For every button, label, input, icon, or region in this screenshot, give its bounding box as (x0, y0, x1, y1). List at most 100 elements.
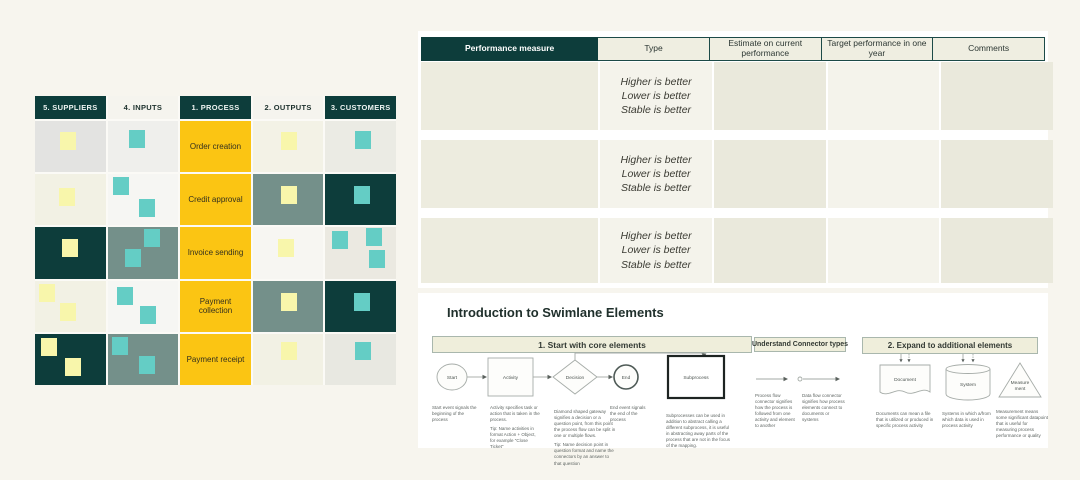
section-header-additional-elements[interactable]: 2. Expand to additional elements (862, 337, 1038, 354)
sticky-note[interactable] (281, 341, 298, 360)
sticky-note[interactable] (332, 231, 349, 250)
sticky-note[interactable] (59, 187, 75, 206)
decision-shape[interactable] (552, 359, 598, 395)
cell-performance-measure[interactable] (421, 62, 599, 130)
subprocess-shape[interactable] (666, 354, 726, 400)
connector-types-graphic (756, 376, 840, 382)
sipoc-cell[interactable] (107, 280, 179, 332)
system-shape[interactable] (945, 369, 991, 401)
sipoc-cell[interactable] (35, 227, 106, 279)
sticky-note[interactable] (40, 337, 57, 356)
sticky-note[interactable] (144, 229, 161, 248)
sipoc-cell[interactable] (35, 121, 106, 173)
sticky-note[interactable] (281, 292, 298, 311)
start-label: Start (447, 375, 458, 381)
sipoc-cell[interactable] (325, 227, 396, 279)
sticky-note[interactable] (39, 283, 56, 302)
arrowhead-icon (907, 359, 911, 363)
measurement-shape[interactable] (998, 362, 1042, 398)
process-step[interactable]: Invoice sending (180, 227, 251, 279)
section-header-core-elements[interactable]: 1. Start with core elements (432, 336, 752, 353)
process-step[interactable]: Order creation (180, 121, 251, 173)
measurement-label: ment (1015, 386, 1026, 392)
col-header-type[interactable]: Type (598, 37, 710, 61)
sticky-note[interactable] (138, 356, 155, 375)
cell-target[interactable] (827, 62, 940, 130)
sticky-note[interactable] (353, 292, 370, 311)
arrowhead-icon (547, 374, 552, 380)
cell-target[interactable] (827, 140, 940, 208)
sipoc-cell[interactable] (325, 333, 396, 385)
start-shape[interactable] (436, 363, 468, 391)
sipoc-header-suppliers[interactable]: 5. SUPPLIERS (35, 96, 106, 119)
cell-estimate[interactable] (713, 140, 826, 208)
cell-estimate[interactable] (713, 62, 826, 130)
sticky-note[interactable] (140, 306, 157, 325)
sipoc-cell[interactable] (252, 121, 324, 173)
sipoc-cell[interactable] (325, 280, 396, 332)
sipoc-cell[interactable] (35, 333, 106, 385)
sipoc-cell[interactable] (252, 280, 324, 332)
sticky-note[interactable] (366, 228, 383, 247)
cell-comments[interactable] (941, 62, 1053, 130)
cell-performance-measure[interactable] (421, 218, 599, 283)
cell-type[interactable]: Higher is better Lower is better Stable … (600, 62, 712, 130)
sticky-note[interactable] (60, 132, 77, 151)
col-header-target[interactable]: Target performance in one year (821, 37, 934, 61)
sticky-note[interactable] (61, 238, 78, 257)
col-header-performance-measure[interactable]: Performance measure (421, 37, 599, 61)
table-row: Higher is better Lower is better Stable … (421, 62, 1053, 130)
col-header-estimate[interactable]: Estimate on current performance (709, 37, 822, 61)
col-header-comments[interactable]: Comments (933, 37, 1045, 61)
activity-shape[interactable] (487, 357, 534, 397)
cell-comments[interactable] (941, 218, 1053, 283)
process-step[interactable]: Credit approval (180, 174, 251, 226)
sticky-note[interactable] (64, 358, 81, 377)
cell-comments[interactable] (941, 140, 1053, 208)
arrowhead-icon (835, 376, 840, 382)
cell-type[interactable]: Higher is better Lower is better Stable … (600, 140, 712, 208)
section-header-connector-types[interactable]: Understand Connector types (752, 337, 848, 352)
sipoc-cell[interactable] (35, 174, 106, 226)
sipoc-cell[interactable] (107, 227, 179, 279)
sipoc-cell[interactable] (107, 174, 179, 226)
sipoc-cell[interactable] (35, 280, 106, 332)
sticky-note[interactable] (128, 130, 145, 149)
cell-target[interactable] (827, 218, 940, 283)
type-option: Lower is better (621, 89, 691, 102)
sticky-note[interactable] (124, 248, 141, 267)
end-description: End event signals the end of the process (610, 405, 646, 423)
cell-type[interactable]: Higher is better Lower is better Stable … (600, 218, 712, 283)
process-step[interactable]: Payment receipt (180, 333, 251, 385)
sticky-note[interactable] (353, 186, 370, 205)
sipoc-cell[interactable] (107, 121, 179, 173)
sipoc-cell[interactable] (325, 121, 396, 173)
sipoc-cell[interactable] (252, 227, 324, 279)
sticky-note[interactable] (138, 198, 155, 217)
cell-estimate[interactable] (713, 218, 826, 283)
sipoc-header-customers[interactable]: 3. CUSTOMERS (325, 96, 396, 119)
sticky-note[interactable] (355, 341, 372, 360)
sipoc-cell[interactable] (252, 333, 324, 385)
sticky-note[interactable] (111, 336, 128, 355)
sticky-note[interactable] (281, 186, 298, 205)
type-option: Stable is better (621, 258, 692, 271)
process-step[interactable]: Payment collection (180, 280, 251, 332)
sipoc-header-process[interactable]: 1. PROCESS (180, 96, 251, 119)
end-shape[interactable] (613, 364, 639, 390)
sticky-note[interactable] (355, 131, 372, 150)
sticky-note[interactable] (117, 286, 134, 305)
sipoc-cell[interactable] (325, 174, 396, 226)
sticky-note[interactable] (281, 132, 298, 151)
document-shape[interactable] (879, 364, 931, 395)
sipoc-cell[interactable] (252, 174, 324, 226)
sticky-note[interactable] (369, 249, 386, 268)
sticky-note[interactable] (60, 303, 77, 322)
sipoc-header-outputs[interactable]: 2. OUTPUTS (252, 96, 324, 119)
sticky-note[interactable] (278, 238, 295, 257)
sticky-note[interactable] (113, 177, 130, 196)
arrowhead-icon (971, 359, 975, 363)
sipoc-header-inputs[interactable]: 4. INPUTS (107, 96, 179, 119)
cell-performance-measure[interactable] (421, 140, 599, 208)
sipoc-cell[interactable] (107, 333, 179, 385)
